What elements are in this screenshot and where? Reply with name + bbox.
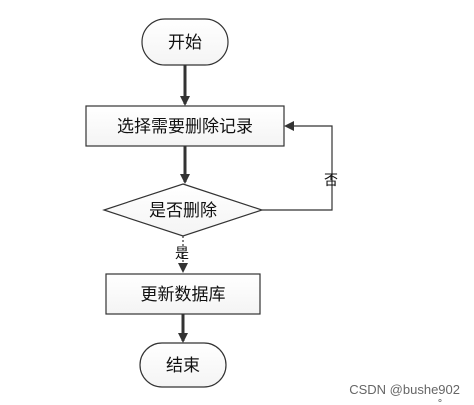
select-records-node: 选择需要删除记录 — [85, 105, 285, 147]
update-db-label: 更新数据库 — [141, 285, 226, 305]
update-db-node: 更新数据库 — [105, 273, 261, 315]
end-node: 结束 — [139, 342, 227, 388]
start-node: 开始 — [141, 18, 229, 66]
start-label: 开始 — [168, 33, 202, 53]
decision-label: 是否删除 — [149, 201, 217, 221]
decision-node: 是否删除 — [102, 183, 264, 237]
select-records-label: 选择需要删除记录 — [117, 117, 253, 137]
yes-label: 是 — [175, 246, 189, 262]
no-label: 否 — [324, 173, 338, 189]
small-mark: ₒ — [438, 395, 442, 405]
end-label: 结束 — [166, 356, 200, 376]
arrow-no-loop — [262, 121, 333, 211]
watermark: CSDN @bushe902 — [349, 382, 460, 397]
